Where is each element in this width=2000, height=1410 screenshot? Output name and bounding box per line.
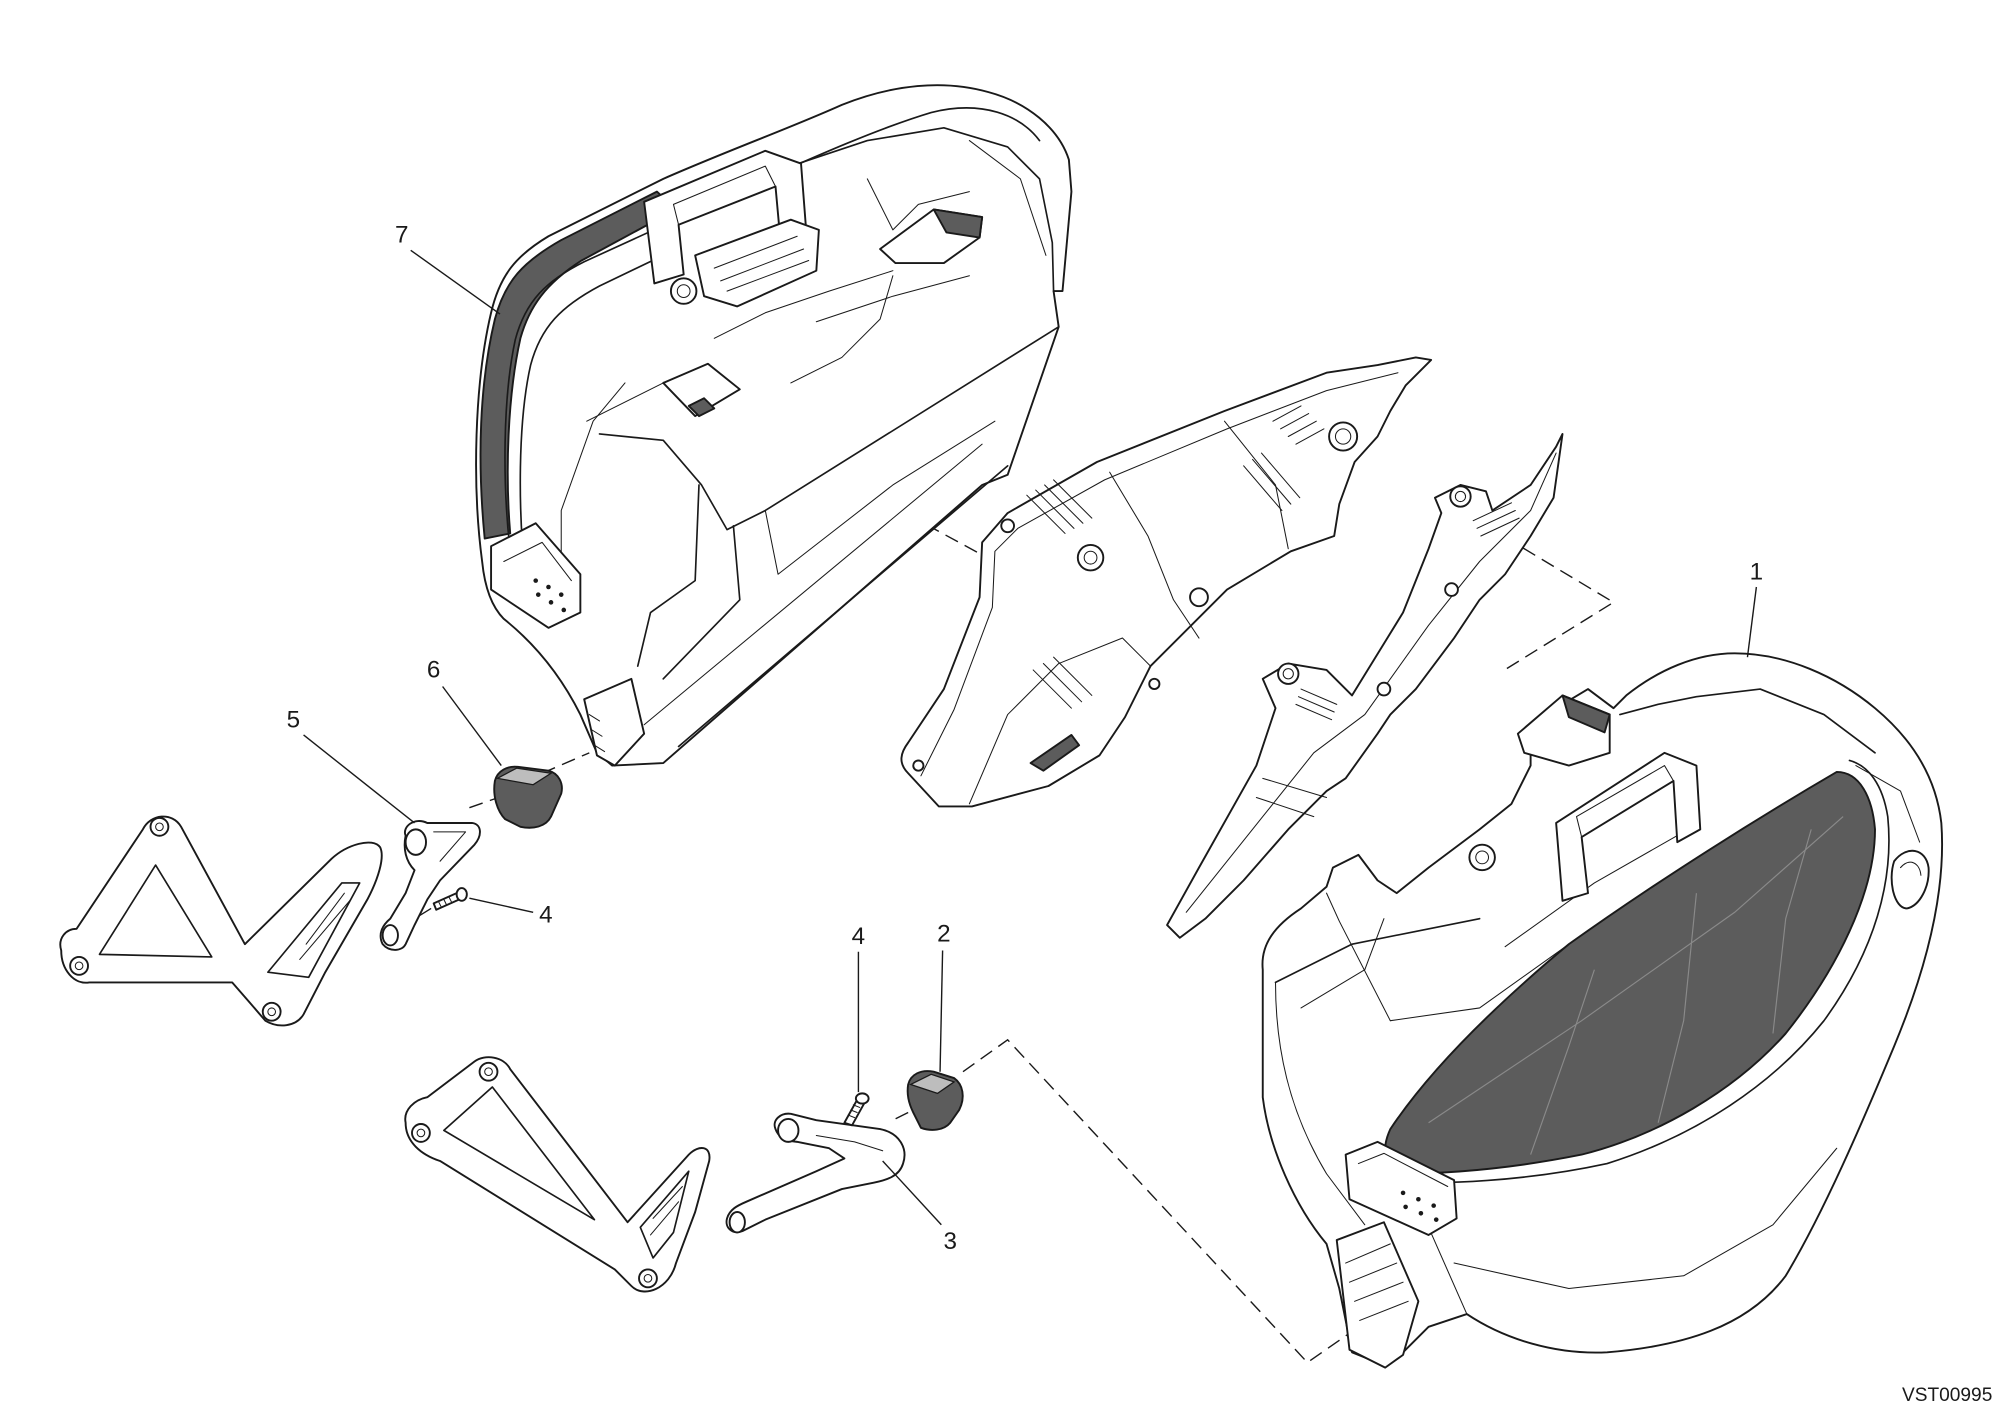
latch-dots	[1400, 1190, 1439, 1222]
callout-4-left: 4	[539, 901, 552, 928]
latch-dots	[533, 578, 567, 613]
callout-1: 1	[1750, 558, 1763, 585]
right-saddlebag	[1261, 652, 1944, 1369]
mounting-bracket-left	[379, 820, 481, 951]
rubber-block-left	[493, 765, 563, 829]
callout-leaders	[303, 249, 1758, 1226]
footpeg-bracket-upper	[59, 815, 383, 1027]
callout-7: 7	[395, 222, 408, 249]
side-bracket	[1166, 432, 1564, 939]
figure-code: VST00995	[1902, 1385, 1992, 1406]
rubber-block-right	[906, 1070, 964, 1131]
callout-2: 2	[937, 921, 950, 948]
mounting-bracket-right	[725, 1112, 906, 1234]
footpeg-bracket-lower	[404, 1056, 711, 1293]
callout-numbers: 7 1 6 5 4 4 2 3	[287, 222, 1763, 1255]
callout-3: 3	[944, 1228, 957, 1255]
callout-6: 6	[427, 657, 440, 684]
callout-4-right: 4	[852, 923, 865, 950]
left-saddlebag	[475, 84, 1073, 767]
bolt-left	[432, 887, 468, 911]
callout-5: 5	[287, 706, 300, 733]
bolt-right	[843, 1092, 870, 1127]
rear-subframe	[900, 356, 1433, 808]
